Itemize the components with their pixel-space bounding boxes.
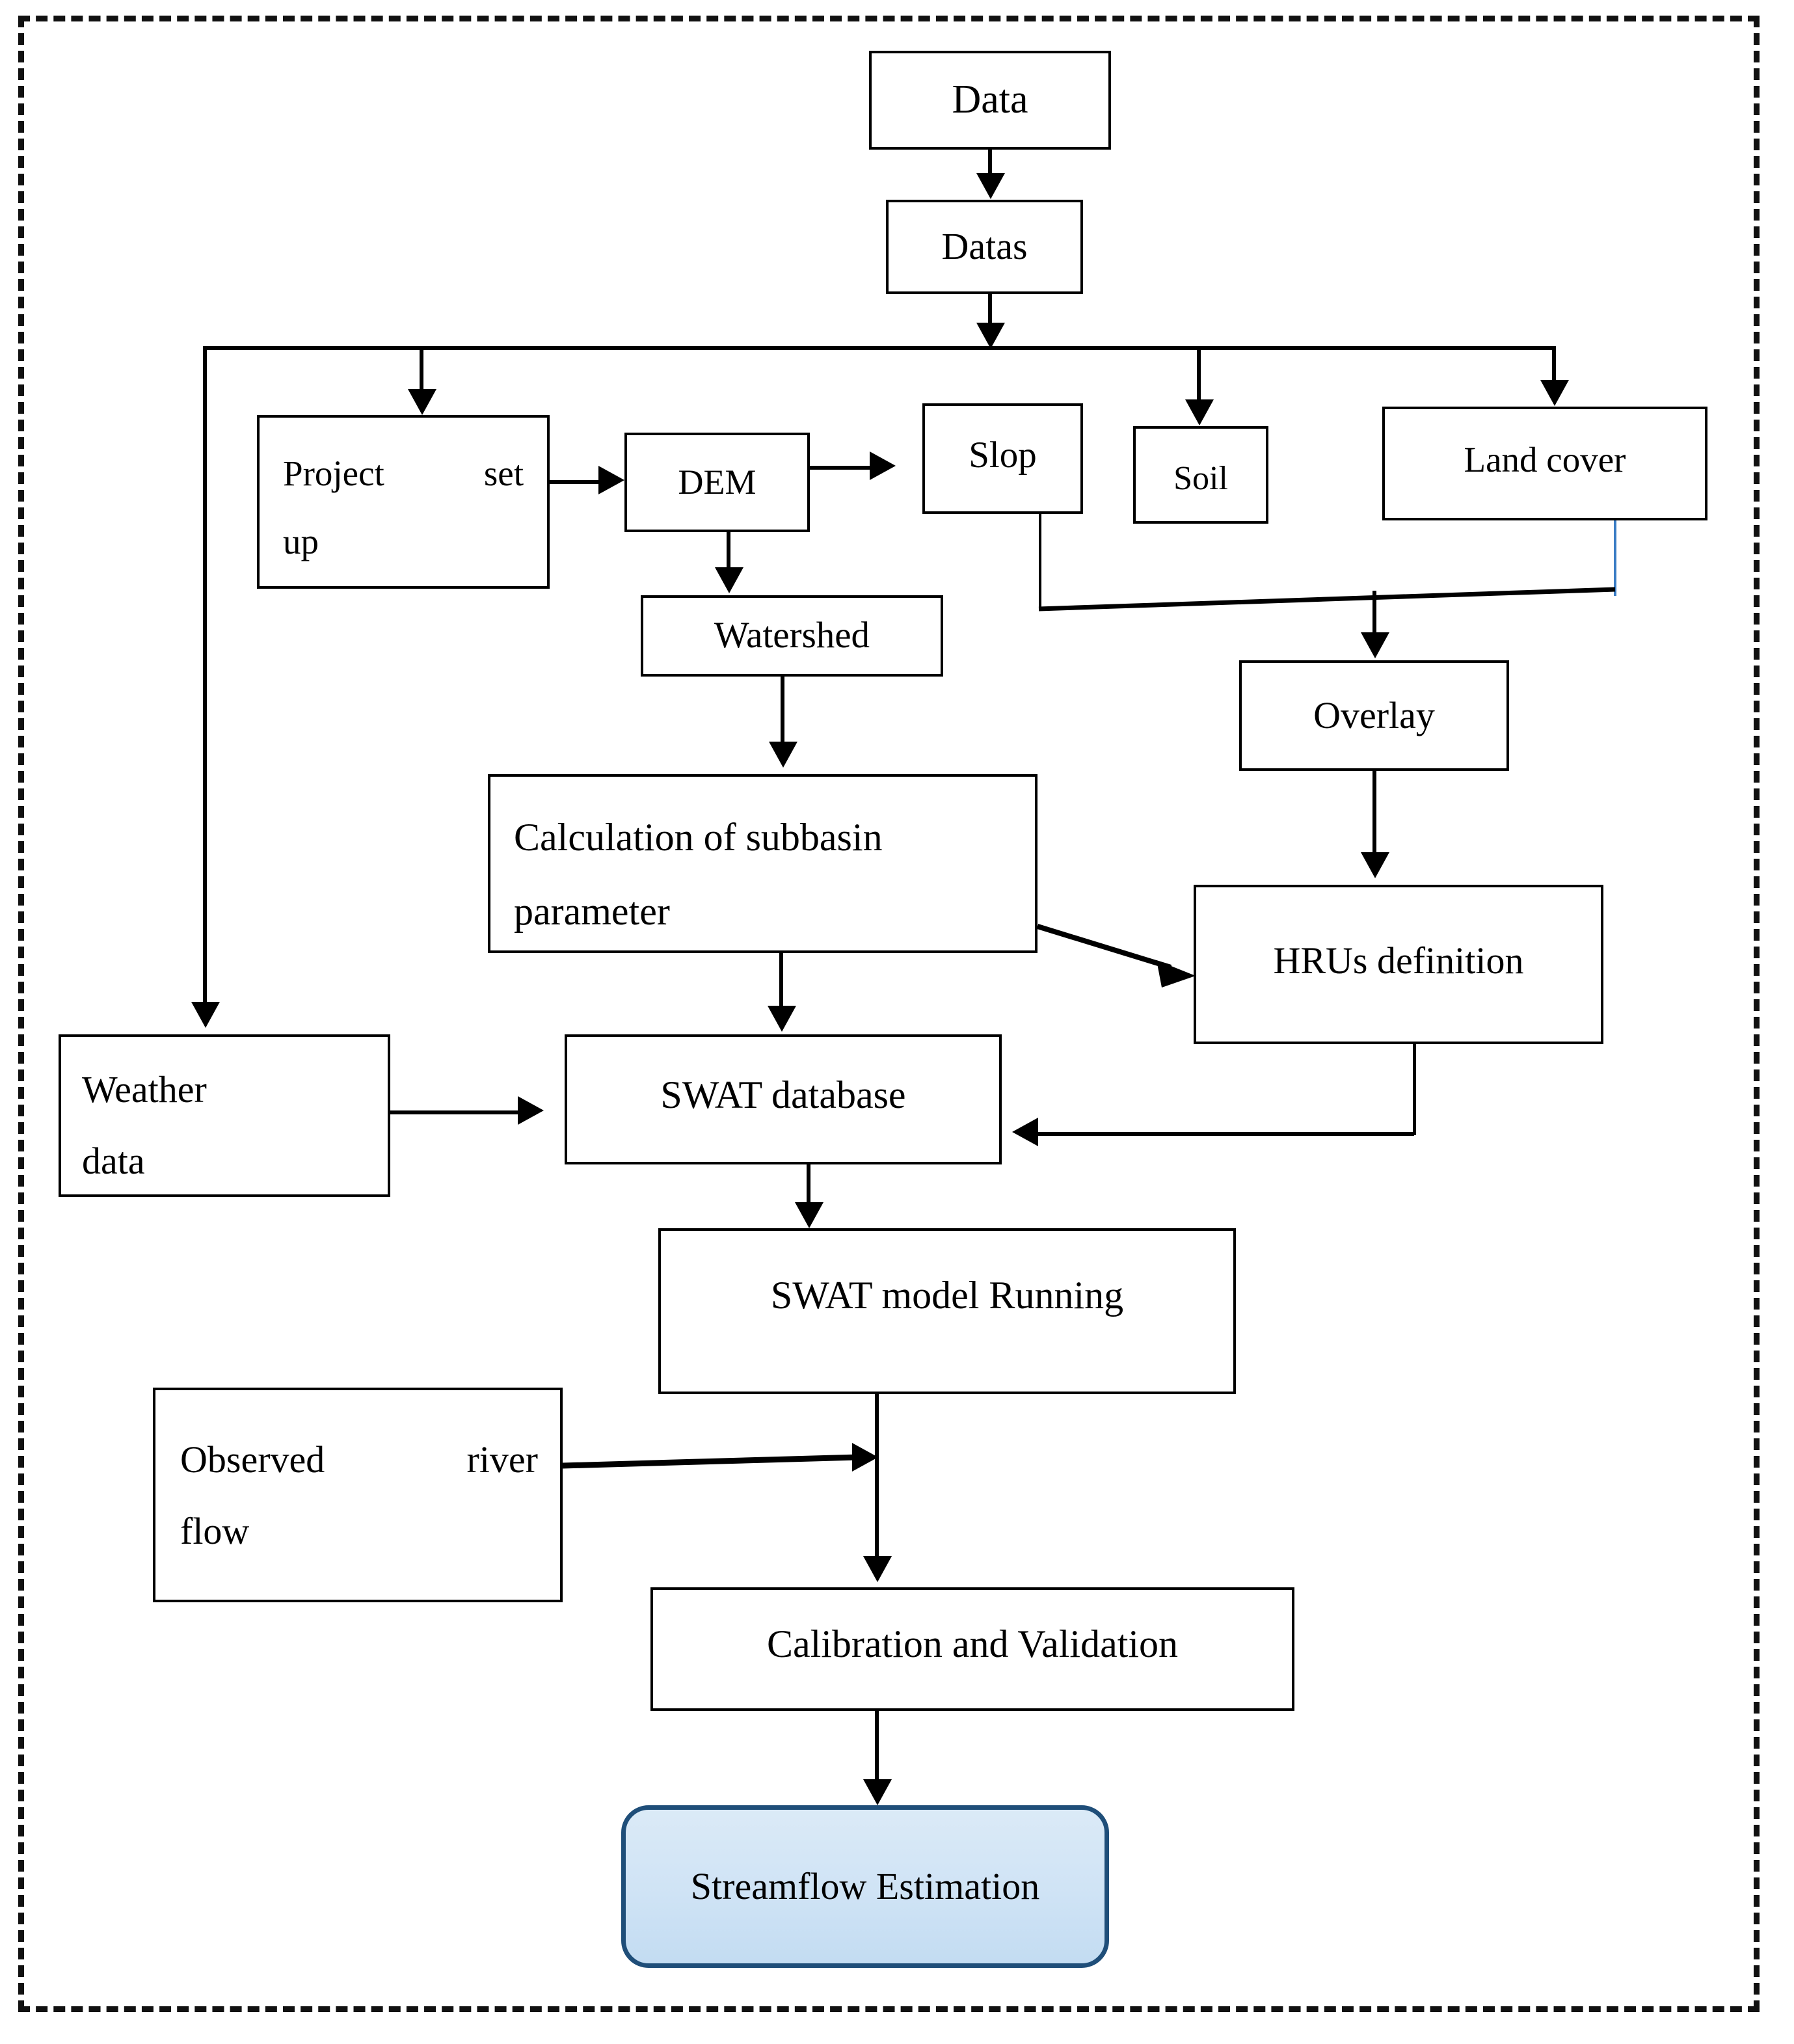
- dashed-outer-frame: [18, 16, 1760, 2012]
- node-calculation-subbasin-label: Calculation of subbasin parameter: [514, 816, 883, 933]
- edge-bus-to-project-setup: [420, 346, 423, 392]
- node-dem-label: DEM: [678, 463, 756, 502]
- arrowhead-overlay-to-hrus: [1361, 852, 1389, 878]
- node-streamflow-estimation[interactable]: Streamflow Estimation: [621, 1805, 1109, 1968]
- node-hrus-definition[interactable]: HRUs definition: [1194, 885, 1603, 1044]
- node-watershed[interactable]: Watershed: [641, 595, 943, 677]
- arrowhead-calculation-to-swat-db: [768, 1006, 796, 1032]
- edge-watershed-to-calculation: [781, 677, 784, 744]
- node-weather-data[interactable]: Weather data: [59, 1034, 390, 1197]
- node-observed-river-flow[interactable]: Observed river flow: [153, 1388, 563, 1602]
- node-weather-data-label: Weather data: [82, 1068, 207, 1183]
- node-streamflow-estimation-label: Streamflow Estimation: [690, 1864, 1040, 1907]
- node-observed-river-flow-label: Observed river flow: [180, 1438, 538, 1553]
- arrowhead-project-setup-to-dem: [598, 466, 624, 494]
- node-calculation-subbasin[interactable]: Calculation of subbasin parameter: [488, 774, 1038, 953]
- node-calibration-validation[interactable]: Calibration and Validation: [650, 1587, 1294, 1711]
- arrowhead-watershed-to-calculation: [769, 742, 797, 768]
- node-calibration-validation-label: Calibration and Validation: [766, 1622, 1179, 1665]
- node-slop[interactable]: Slop: [922, 403, 1083, 514]
- node-data-label: Data: [952, 77, 1028, 122]
- edge-slop-down-stub: [1039, 455, 1041, 609]
- edge-merge-to-overlay: [1372, 591, 1376, 635]
- distribution-bus-line: [203, 346, 1556, 350]
- node-soil[interactable]: Soil: [1133, 426, 1268, 524]
- edge-land-cover-blue-drop: [1614, 518, 1616, 596]
- arrowhead-observed-flow-to-calibration: [852, 1443, 878, 1472]
- arrowhead-dem-to-slop: [870, 451, 896, 480]
- edge-swat-db-to-model-running: [807, 1164, 810, 1205]
- node-project-setup-label: Project set up: [283, 453, 524, 561]
- edge-weather-to-swat-db: [390, 1110, 520, 1114]
- arrowhead-model-running-to-calibration: [863, 1556, 892, 1582]
- node-datas[interactable]: Datas: [886, 200, 1083, 294]
- node-watershed-label: Watershed: [714, 615, 870, 656]
- edge-dem-to-slop: [810, 466, 872, 470]
- node-overlay[interactable]: Overlay: [1239, 660, 1509, 771]
- node-overlay-label: Overlay: [1313, 693, 1435, 736]
- edge-model-running-to-calibration: [875, 1394, 879, 1558]
- edge-bus-to-weather-data: [203, 346, 207, 1006]
- node-datas-label: Datas: [941, 225, 1028, 268]
- arrowhead-datas-to-bus: [976, 323, 1005, 349]
- arrowhead-merge-to-overlay: [1361, 632, 1389, 658]
- arrowhead-bus-to-weather-data: [191, 1002, 220, 1028]
- node-swat-database[interactable]: SWAT database: [565, 1034, 1002, 1164]
- node-land-cover-label: Land cover: [1464, 440, 1626, 479]
- node-land-cover[interactable]: Land cover: [1382, 407, 1707, 520]
- edge-hrus-down: [1413, 1044, 1416, 1135]
- node-swat-model-running[interactable]: SWAT model Running: [658, 1228, 1236, 1394]
- edge-bus-to-soil: [1197, 346, 1201, 402]
- edge-data-to-datas: [988, 150, 992, 178]
- edge-calibration-to-streamflow: [875, 1711, 879, 1782]
- arrowhead-swat-db-to-model-running: [795, 1202, 823, 1228]
- node-project-setup[interactable]: Project set up: [257, 415, 550, 589]
- arrowhead-bus-to-land-cover: [1540, 380, 1569, 406]
- edge-overlay-to-hrus: [1372, 771, 1376, 855]
- arrowhead-dem-to-watershed: [715, 567, 743, 593]
- node-soil-label: Soil: [1173, 460, 1228, 497]
- arrowhead-bus-to-soil: [1185, 399, 1214, 425]
- node-swat-model-running-label: SWAT model Running: [770, 1274, 1124, 1317]
- arrowhead-bus-to-project-setup: [408, 389, 436, 415]
- node-swat-database-label: SWAT database: [660, 1073, 906, 1116]
- edge-bus-to-land-cover: [1552, 346, 1556, 383]
- node-dem[interactable]: DEM: [624, 433, 810, 532]
- node-slop-label: Slop: [969, 435, 1037, 476]
- edge-datas-to-bus: [988, 294, 992, 327]
- edge-project-setup-to-dem: [550, 480, 602, 484]
- arrowhead-weather-to-swat-db: [518, 1096, 544, 1125]
- arrowhead-data-to-datas: [976, 173, 1005, 199]
- edge-dem-to-watershed: [727, 532, 730, 570]
- edge-hrus-to-swat-db: [1038, 1132, 1414, 1136]
- edge-calculation-to-swat-db: [779, 953, 783, 1008]
- node-hrus-definition-label: HRUs definition: [1273, 939, 1524, 982]
- arrowhead-hrus-to-swat-db: [1012, 1118, 1038, 1146]
- node-data[interactable]: Data: [869, 51, 1111, 150]
- arrowhead-calibration-to-streamflow: [863, 1779, 892, 1805]
